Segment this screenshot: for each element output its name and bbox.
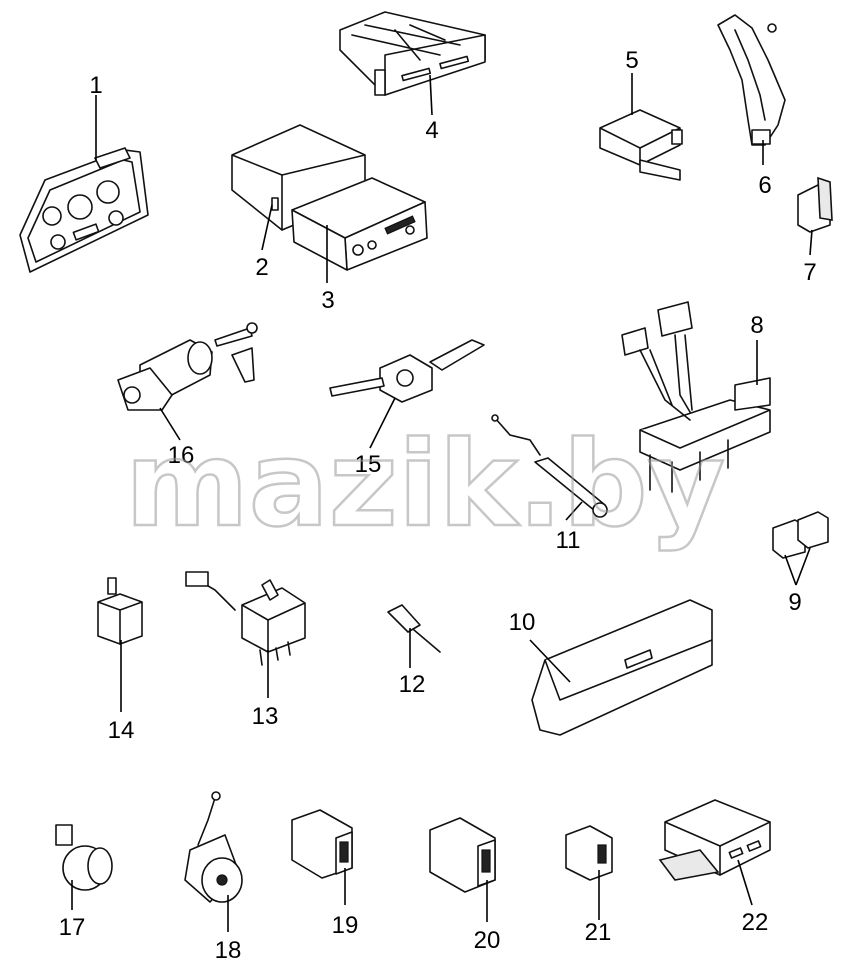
callout-numbers: 1 2 3 4 5 6 7 8 9 10 11 12 13 14 15 16 1… — [59, 47, 817, 964]
callout-14: 14 — [108, 717, 135, 744]
callout-3: 3 — [321, 287, 334, 314]
callout-19: 19 — [332, 912, 359, 939]
part-wiper-switch — [185, 571, 306, 666]
callout-7: 7 — [803, 259, 816, 286]
callout-22: 22 — [742, 909, 769, 936]
part-combination-switch — [329, 339, 485, 403]
part-instrument-cluster — [19, 147, 149, 273]
callout-4: 4 — [425, 117, 438, 144]
part-relays — [772, 511, 829, 559]
part-rocker-switch-a — [291, 809, 353, 879]
part-ignition-lock — [117, 322, 258, 411]
callout-18: 18 — [215, 937, 242, 964]
callout-21: 21 — [585, 919, 612, 946]
leader-lines — [71, 73, 813, 932]
callout-12: 12 — [399, 671, 426, 698]
part-small-switch — [797, 176, 833, 233]
callout-9: 9 — [788, 589, 801, 616]
callout-1: 1 — [89, 72, 102, 99]
callout-2: 2 — [255, 254, 268, 281]
part-rocker-switch-c — [565, 825, 613, 881]
callout-15: 15 — [355, 451, 382, 478]
part-radio — [291, 177, 428, 271]
callout-5: 5 — [625, 47, 638, 74]
part-small-sensor — [387, 604, 441, 653]
callout-17: 17 — [59, 914, 86, 941]
part-glove-box — [531, 599, 713, 736]
part-buzzer — [55, 824, 113, 891]
callout-8: 8 — [750, 312, 763, 339]
callout-11: 11 — [556, 527, 581, 554]
watermark-text: mazik.by — [125, 415, 725, 553]
part-fuse-box — [621, 301, 771, 493]
part-electronic-module — [658, 799, 771, 881]
part-mounting-frame — [339, 11, 486, 96]
callout-20: 20 — [474, 927, 501, 954]
part-sensor-rod — [491, 414, 608, 518]
callout-16: 16 — [168, 442, 195, 469]
part-control-unit — [599, 109, 683, 181]
part-flasher-relay — [97, 577, 143, 645]
part-switch-housing — [717, 14, 786, 146]
callout-6: 6 — [758, 172, 771, 199]
part-motor — [184, 791, 243, 903]
callout-10: 10 — [509, 609, 536, 636]
callout-13: 13 — [252, 703, 279, 730]
part-rocker-switch-b — [429, 817, 496, 893]
